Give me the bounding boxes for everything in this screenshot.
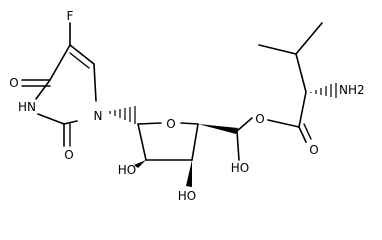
uracil-ring [21, 22, 97, 147]
bond-c-beta-methyl-2 [258, 44, 297, 55]
bond-c5-c4 [49, 44, 71, 81]
bond-c6-c5-double [69, 52, 90, 69]
valine-ester [258, 22, 337, 143]
glycosidic-hashed-bond [109, 106, 136, 124]
amino-group-label: NH2 [339, 83, 365, 97]
exocyclic-hydroxyl-label: HO [231, 161, 249, 175]
bond-c2-c1 [137, 123, 147, 161]
bond-c4-c3 [191, 123, 199, 161]
bond-c6-c5 [69, 44, 95, 65]
n3-hn-label: HN [18, 100, 36, 114]
bond-o4-c4 [180, 122, 199, 125]
bond-c6-oh [236, 130, 240, 161]
c4-oxygen-label: O [9, 76, 18, 90]
n1-nitrogen-label: N [94, 109, 103, 123]
bond-n1-c6 [93, 63, 97, 102]
bond-c-o-carbonyl-double [303, 123, 312, 140]
c3-hydroxyl-label: HO [178, 189, 196, 203]
ring-oxygen-label: O [166, 117, 175, 131]
fluorine-label: F [67, 9, 74, 23]
carbonyl-oxygen-label: O [309, 143, 318, 157]
bond-carbonyl-c-alpha [298, 91, 307, 128]
amino-label-text: NH2 [339, 83, 365, 97]
c2-hydroxyl-label: HO [118, 163, 136, 177]
c2-oxygen-label: O [64, 148, 73, 162]
bond-c6-o-ester [236, 117, 253, 132]
wedge-c2-oh [134, 160, 146, 168]
chemical-structure-diagram: F O HN N O O HO HO HO O O NH2 [9, 9, 365, 203]
ester-oxygen-label: O [255, 112, 264, 126]
bond-c-beta-methyl-1 [295, 22, 323, 55]
bond-c4-n3 [35, 79, 51, 100]
bond-o-carbonyl-c [267, 119, 300, 128]
bond-c1-o4 [137, 122, 162, 125]
bond-c2-n1 [63, 120, 78, 125]
wedge-c3-oh [186, 160, 192, 187]
bond-n3-c2 [37, 113, 65, 125]
furanose-ring [134, 122, 238, 187]
bond-c-alpha-c-beta [295, 53, 307, 93]
wedge-c4-c6 [198, 124, 238, 134]
bond-c-o-carbonyl [298, 126, 307, 143]
exocyclic-carbon [236, 117, 253, 161]
